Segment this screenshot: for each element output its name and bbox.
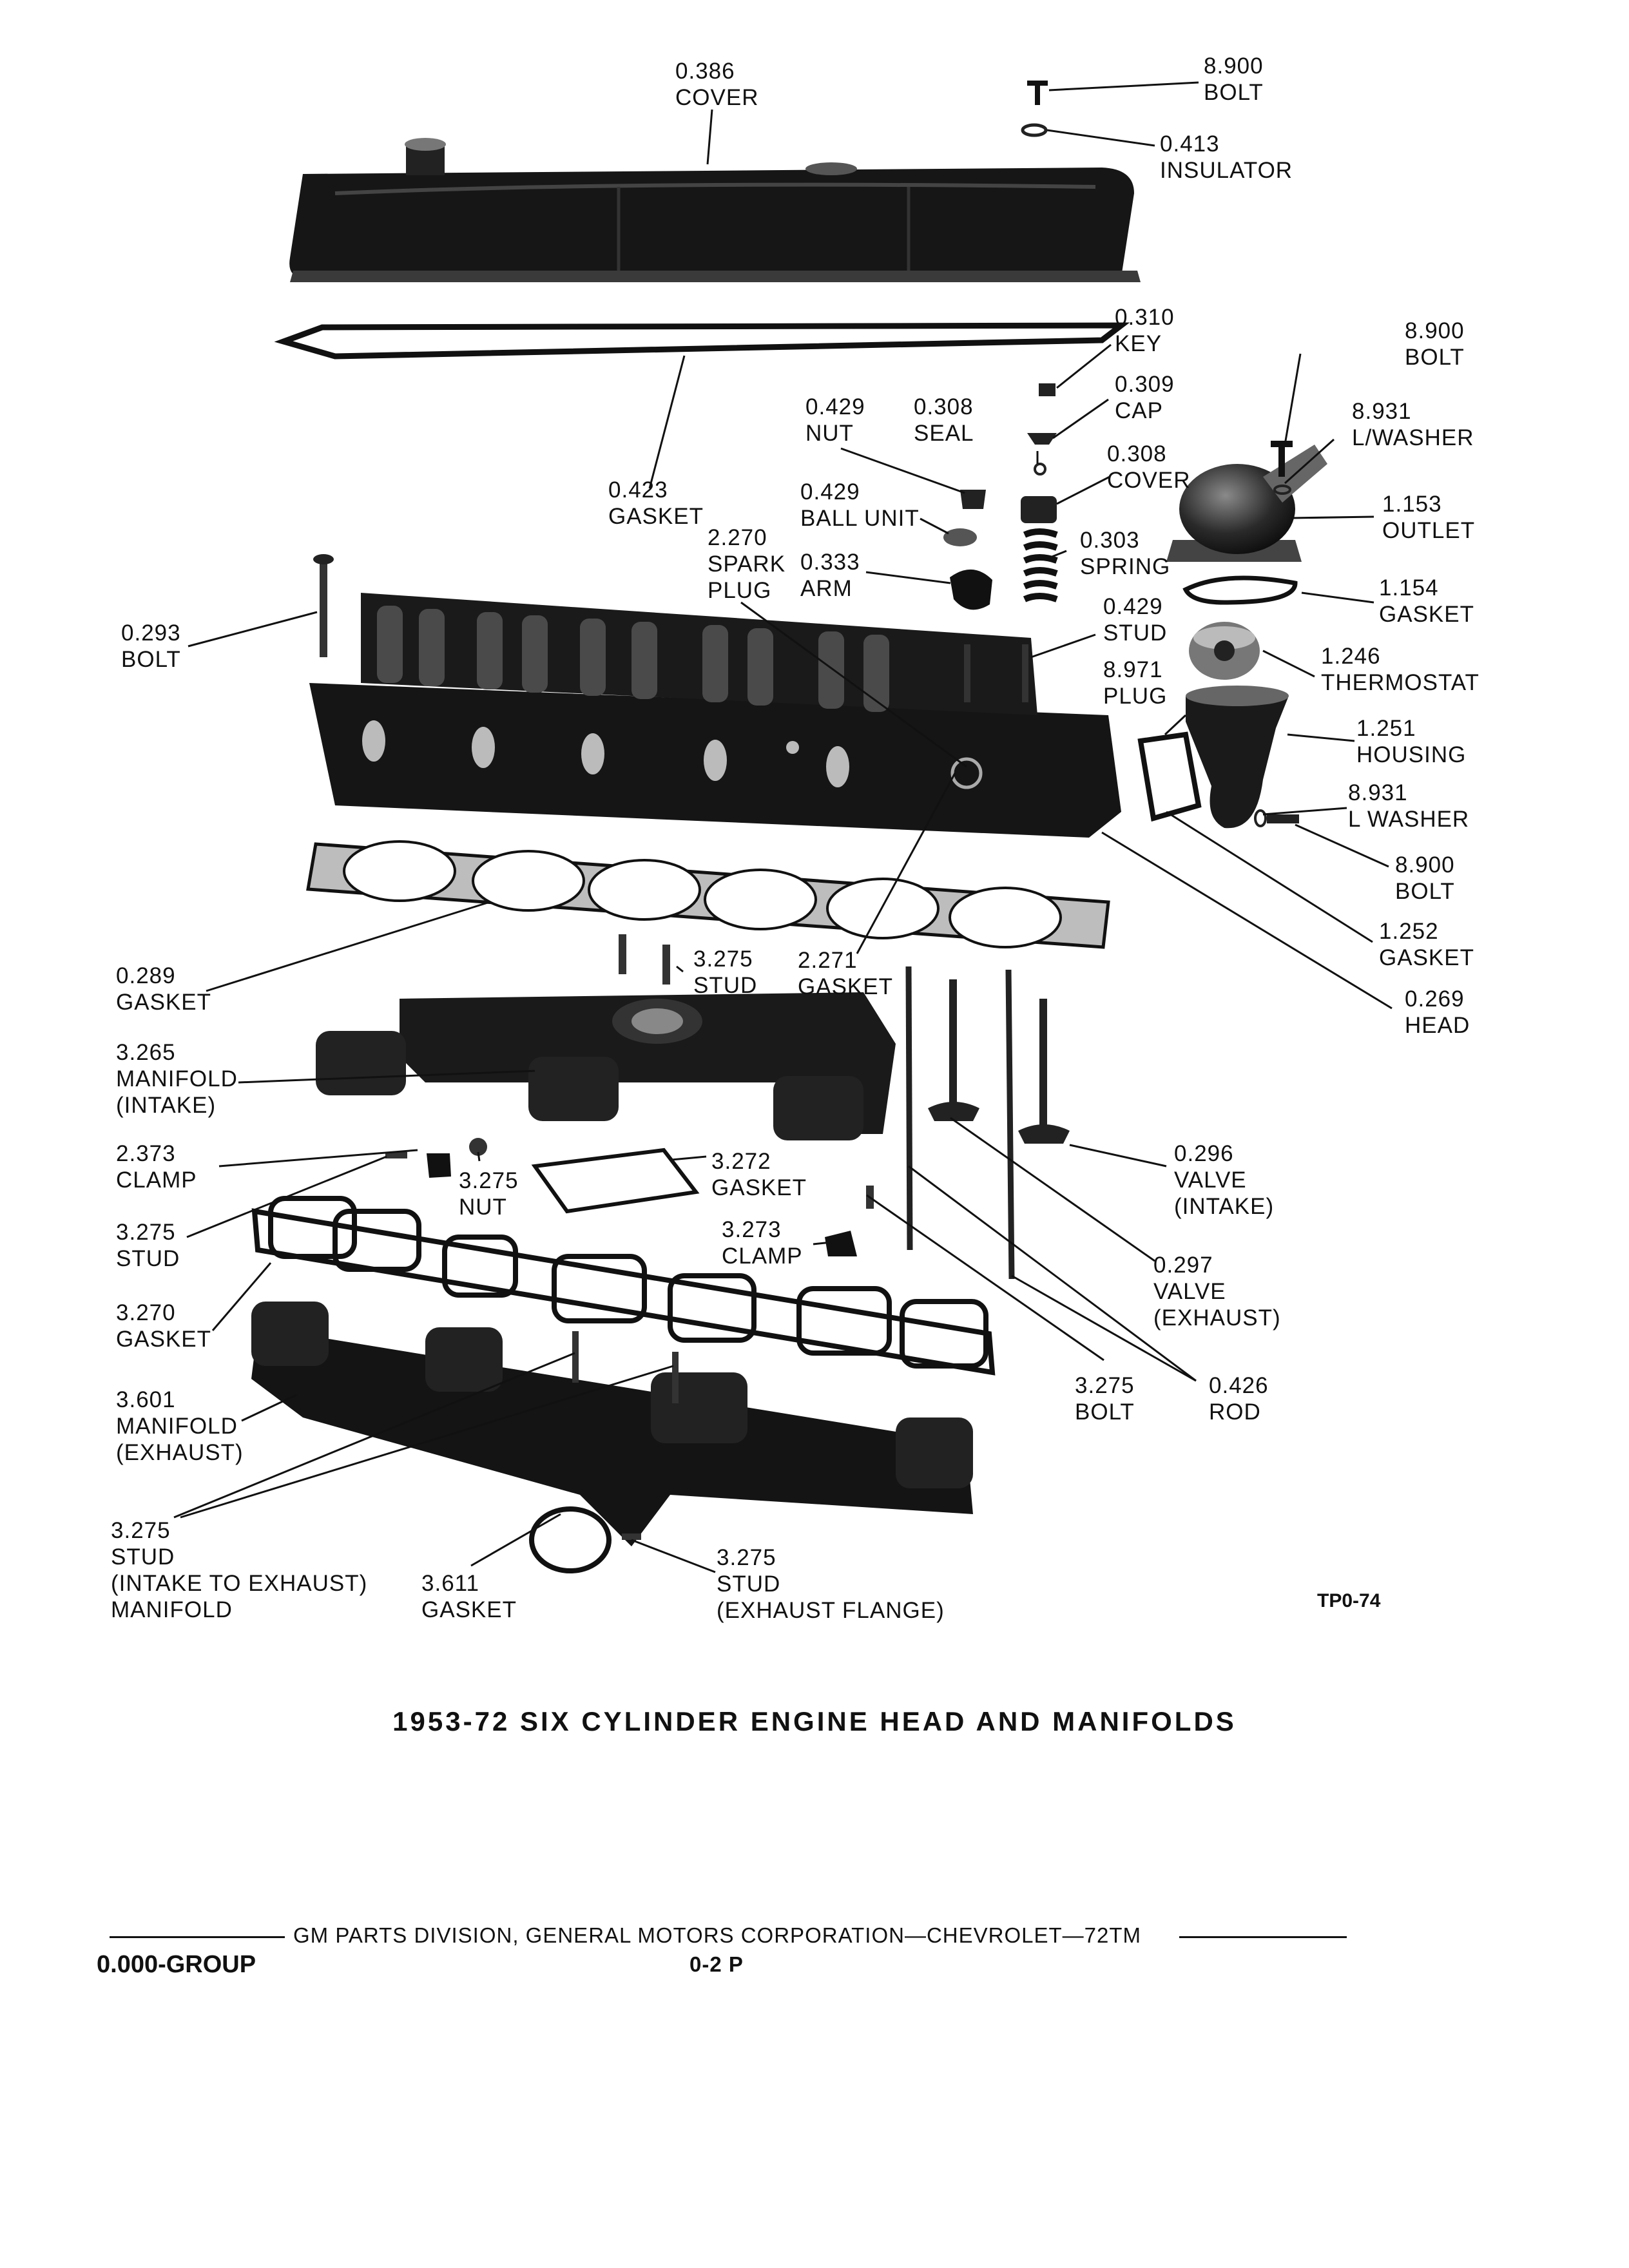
housing-bolt-part (1267, 814, 1299, 823)
footer-group: 0.000-GROUP (97, 1951, 256, 1978)
housing-washer-part (1254, 809, 1267, 827)
housing-part (1186, 686, 1289, 829)
footer-rule-left (110, 1936, 285, 1938)
insulator-part (1021, 123, 1048, 137)
head-gasket-part (306, 840, 1110, 949)
page-title: 1953-72 SIX CYLINDER ENGINE HEAD AND MAN… (392, 1706, 1237, 1736)
exhaust-manifold-part (251, 1302, 973, 1546)
cap-part (1027, 433, 1057, 445)
head-studs-part (964, 644, 1028, 702)
rocker-cover (289, 138, 1141, 282)
thermostat-part (1189, 622, 1260, 680)
manifold-studs-part (619, 934, 670, 985)
outlet-bolt-part (1271, 441, 1293, 477)
seal-part (1034, 463, 1046, 476)
intake-manifold-part (316, 992, 896, 1140)
small-cover-part (1021, 496, 1057, 523)
footer-rule-right (1179, 1936, 1347, 1938)
cylinder-head (309, 593, 1121, 838)
valves-part (928, 979, 1070, 1144)
manifold-nut-part (469, 1138, 487, 1156)
outlet-washer-part (1273, 485, 1291, 495)
spring-part (1023, 528, 1058, 602)
reference-code: TP0-74 (1317, 1590, 1381, 1611)
head-bolt-part (313, 554, 334, 657)
exhaust-studs-part (572, 1331, 679, 1540)
nut-part (960, 490, 986, 509)
housing-gasket-part (1137, 731, 1202, 822)
plate-gasket-part (531, 1148, 700, 1214)
left-stud-part (385, 1152, 407, 1158)
outlet-gasket-part (1182, 575, 1298, 605)
rocker-cover-gasket (274, 322, 1130, 360)
flange-gasket-part (529, 1506, 612, 1573)
leader-lines (173, 81, 1393, 1573)
manifold-gasket-part (251, 1196, 996, 1376)
left-clamp-part (427, 1153, 451, 1178)
top-bolt-part (1027, 81, 1048, 105)
mid-clamp-part (825, 1231, 857, 1256)
outlet-part (1166, 445, 1327, 562)
key-part (1039, 383, 1055, 396)
footer-page: 0-2 P (689, 1952, 744, 1976)
footer-division: GM PARTS DIVISION, GENERAL MOTORS CORPOR… (293, 1923, 1142, 1947)
rocker-arm-part (950, 569, 992, 610)
ball-unit-part (943, 528, 977, 546)
pushrods-part (905, 966, 1015, 1280)
